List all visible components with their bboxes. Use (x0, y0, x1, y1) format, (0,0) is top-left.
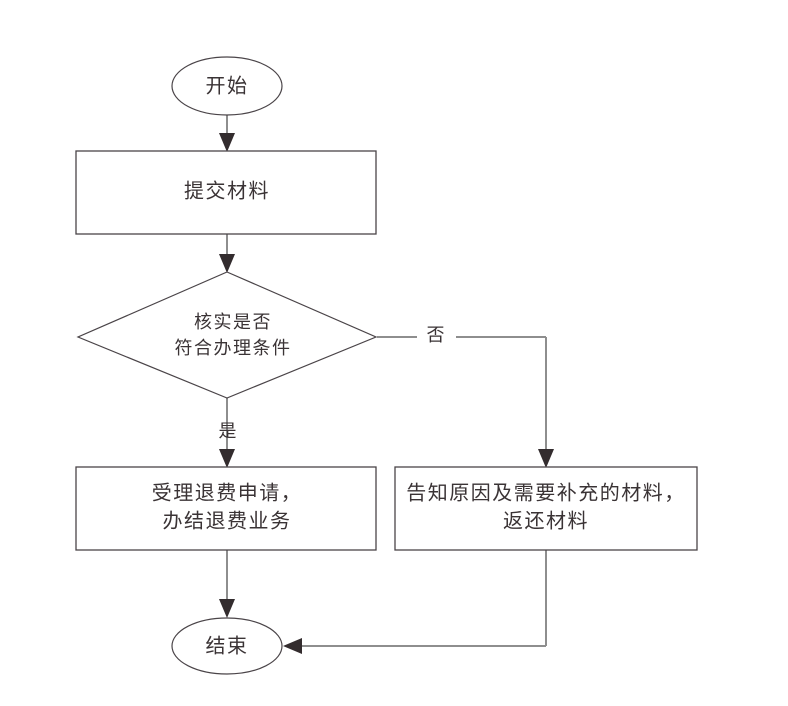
edge-start-to-submit (219, 115, 235, 152)
node-accept-label-line2: 办结退费业务 (163, 510, 292, 533)
edge-label-no: 否 (427, 325, 446, 345)
edge-label-yes: 是 (219, 421, 238, 441)
diamond-shape (76, 271, 378, 399)
arrow-head-icon (219, 133, 235, 152)
node-verify-label-line1: 核实是否 (194, 312, 272, 332)
node-end[interactable]: 结束 (171, 617, 283, 675)
arrow-head-icon (219, 599, 235, 618)
edge-accept-to-end (219, 549, 235, 618)
rect-shape (394, 466, 698, 551)
node-inform-label-line2: 返还材料 (503, 510, 589, 533)
arrow-head-icon (283, 638, 302, 654)
rect-shape (75, 466, 377, 551)
node-verify[interactable]: 核实是否 符合办理条件 (76, 271, 378, 399)
edge-verify-to-accept: 是 (219, 398, 238, 468)
edge-verify-to-inform: 否 (377, 325, 554, 468)
edge-submit-to-verify (219, 234, 235, 273)
arrow-head-icon (538, 449, 554, 468)
node-start[interactable]: 开始 (171, 56, 283, 116)
ellipse-shape (171, 617, 283, 675)
rect-shape (75, 150, 377, 235)
node-accept-label-line1: 受理退费申请， (152, 482, 303, 505)
node-submit-label: 提交材料 (184, 180, 270, 203)
node-inform[interactable]: 告知原因及需要补充的材料， 返还材料 (394, 466, 698, 551)
arrow-head-icon (219, 254, 235, 273)
node-verify-label-line2: 符合办理条件 (175, 338, 292, 358)
node-accept[interactable]: 受理退费申请， 办结退费业务 (75, 466, 377, 551)
arrow-head-icon (219, 449, 235, 468)
node-start-label: 开始 (206, 75, 249, 98)
node-end-label: 结束 (206, 635, 249, 658)
ellipse-shape (171, 56, 283, 116)
edge-inform-to-end (283, 549, 547, 654)
node-inform-label-line1: 告知原因及需要补充的材料， (406, 482, 686, 505)
node-submit[interactable]: 提交材料 (75, 150, 377, 235)
